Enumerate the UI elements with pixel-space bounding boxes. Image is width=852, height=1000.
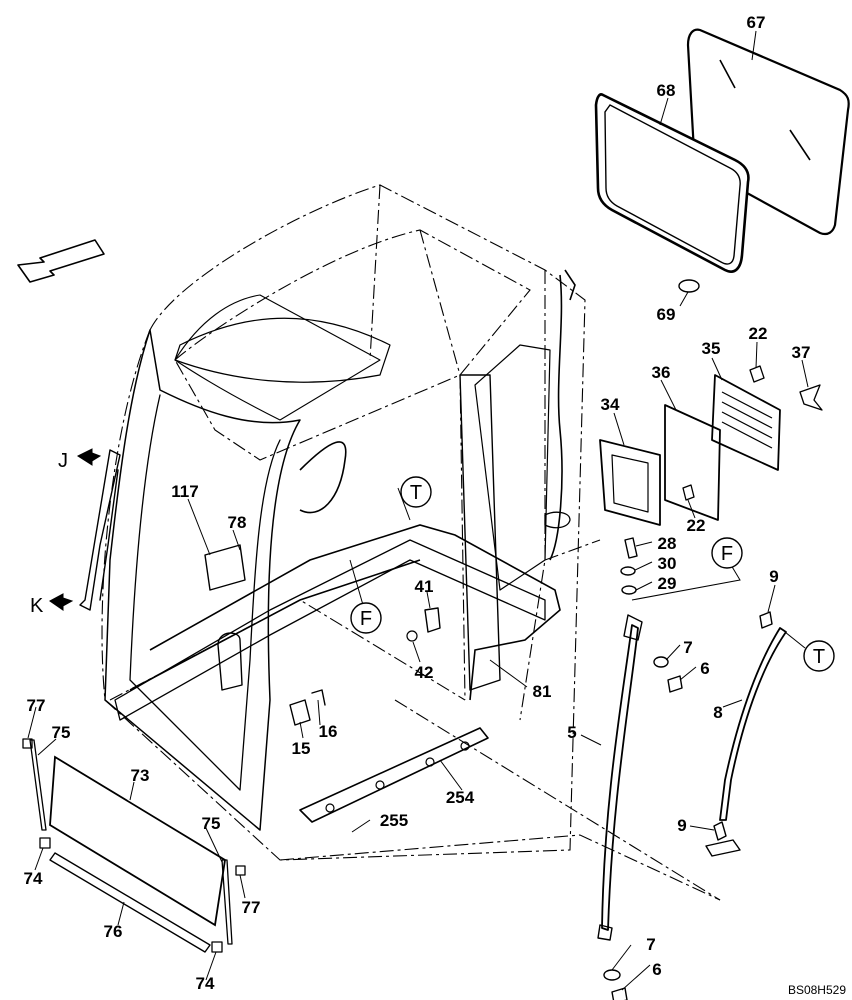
circled-ref-f-right: F [711,537,743,569]
view-label-k: K [30,595,44,617]
callout-77-left: 77 [27,696,46,715]
callout-6-lower: 6 [652,960,661,979]
callout-77-right: 77 [242,898,261,917]
callout-34: 34 [601,395,620,414]
callout-8: 8 [713,703,722,722]
callout-42: 42 [415,663,434,682]
callout-9-upper: 9 [769,567,778,586]
callout-16: 16 [319,722,338,741]
circled-ref-label: T [813,646,825,668]
callout-5: 5 [567,723,576,742]
callout-35: 35 [702,339,721,358]
callout-69: 69 [657,305,676,324]
circled-ref-label: F [360,608,372,630]
callout-68: 68 [657,81,676,100]
view-label-j: J [58,450,68,472]
callout-75-left: 75 [52,723,71,742]
circled-ref-f-middle: F [350,602,382,634]
direction-arrow-icon [17,239,105,283]
rear-window-glass [594,28,850,293]
callout-36: 36 [652,363,671,382]
drawing-code: BS08H529 [788,983,846,997]
callout-255: 255 [380,811,408,830]
callout-74-right: 74 [196,974,215,993]
callout-29: 29 [658,574,677,593]
callout-7-upper: 7 [683,638,692,657]
callout-37: 37 [792,343,811,362]
callout-73: 73 [131,766,150,785]
callout-15: 15 [292,739,311,758]
callout-254: 254 [446,788,475,807]
callout-7-lower: 7 [646,935,655,954]
callout-75-right: 75 [202,814,221,833]
callout-81: 81 [533,682,552,701]
cab-frame [79,184,781,901]
callout-67: 67 [747,13,766,32]
callout-22-upper: 22 [749,324,768,343]
callout-41: 41 [415,577,434,596]
view-marker-k: K [30,593,74,617]
callout-117: 117 [171,482,198,501]
circled-ref-t-upper: T [400,476,432,508]
stay-rods [597,365,823,1000]
callout-30: 30 [658,554,677,573]
front-lower-window [22,738,246,953]
callout-28: 28 [658,534,677,553]
callout-78: 78 [228,513,247,532]
circled-ref-t-right: T [803,640,835,672]
view-marker-j: J [58,448,102,472]
part-callouts: 67 68 69 22 35 37 36 34 22 28 30 29 9 7 … [24,13,811,993]
circled-ref-label: T [410,482,422,504]
callout-9-lower: 9 [677,816,686,835]
callout-22-lower: 22 [687,516,706,535]
callout-6-upper: 6 [700,659,709,678]
circled-ref-label: F [721,543,733,565]
callout-76: 76 [104,922,123,941]
callout-74-left: 74 [24,869,43,888]
